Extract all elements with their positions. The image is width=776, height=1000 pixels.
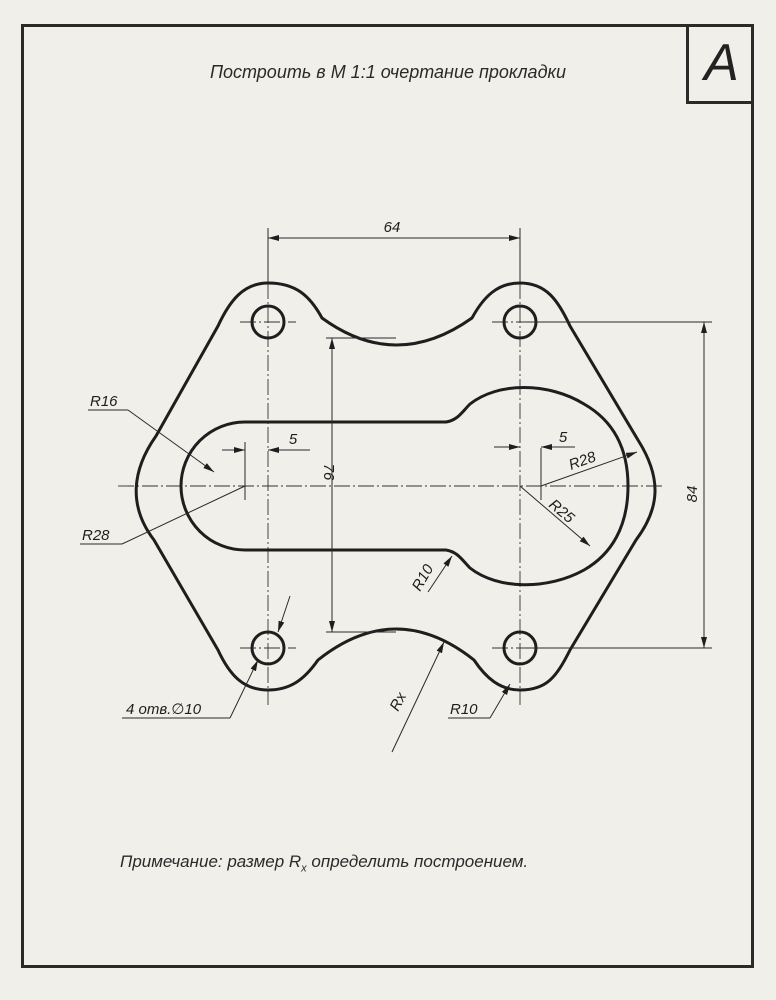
sheet-frame <box>21 24 754 968</box>
dim-r10-slot: R10 <box>409 555 453 594</box>
dim-left-5-text: 5 <box>289 431 298 448</box>
dim-holes-text: 4 отв.∅10 <box>126 701 202 718</box>
dim-r10-slot-text: R10 <box>409 561 438 594</box>
dim-76-text: 76 <box>320 464 337 481</box>
mounting-holes <box>250 304 538 666</box>
dim-rx-text: Rx <box>387 689 411 714</box>
dim-height-76: 76 <box>320 337 396 633</box>
dim-height-84: 84 <box>526 321 712 649</box>
dim-r10-corner: R10 <box>448 683 511 719</box>
gasket-inner-slot <box>179 386 630 587</box>
dim-r16-text: R16 <box>90 393 118 410</box>
dim-84-text: 84 <box>684 486 701 503</box>
center-lines <box>118 235 662 705</box>
gasket-outer-contour <box>134 281 657 692</box>
note-prefix: Примечание: размер R <box>120 852 302 871</box>
hole-bottom-left <box>250 630 286 666</box>
note-subscript: x <box>301 862 307 875</box>
dim-r28-right-text: R28 <box>567 448 599 474</box>
note-text: Примечание: размер Rx определить построе… <box>120 852 528 874</box>
dim-64-text: 64 <box>384 219 401 236</box>
dim-left-offset-5: 5 <box>222 431 310 500</box>
dim-right-offset-5: 5 <box>494 429 575 500</box>
dim-r10-corner-text: R10 <box>450 701 478 718</box>
dim-r28-left: R28 <box>80 485 246 545</box>
dim-rx: Rx <box>387 641 445 753</box>
dim-width-64: 64 <box>267 219 521 282</box>
dim-r28-left-text: R28 <box>82 527 110 544</box>
dim-r16: R16 <box>88 393 215 473</box>
variant-label: A <box>686 24 754 104</box>
task-title: Построить в М 1:1 очертание прокладки <box>209 62 567 82</box>
hole-top-left <box>250 304 286 340</box>
dim-right-5-text: 5 <box>559 429 568 446</box>
dim-holes-callout: 4 отв.∅10 <box>122 595 291 719</box>
note-suffix: определить построением. <box>306 852 529 871</box>
dim-r25: R25 <box>519 485 591 547</box>
dim-r25-text: R25 <box>545 496 578 527</box>
